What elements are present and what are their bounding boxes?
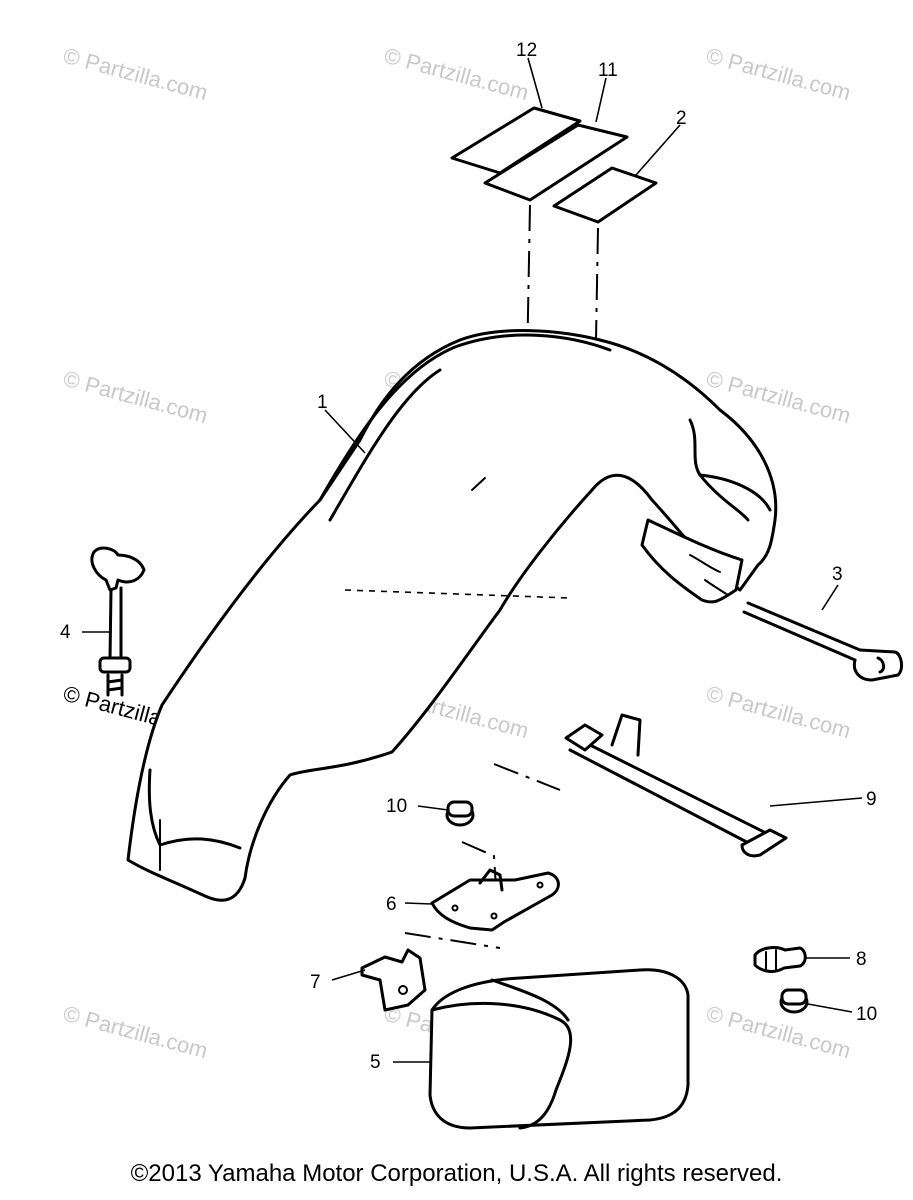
- assembly-line: [461, 841, 497, 889]
- box-edge: [490, 978, 570, 1022]
- copyright-notice: ©2013 Yamaha Motor Corporation, U.S.A. A…: [130, 1160, 783, 1187]
- grommet-body: [446, 800, 474, 818]
- callout-6: 6: [386, 894, 397, 915]
- watermark: © Partzilla.com: [61, 366, 211, 429]
- leader-9: [769, 797, 863, 807]
- watermark: © Partzilla.com: [61, 1001, 211, 1064]
- callout-1: 1: [317, 392, 328, 413]
- callout-12: 12: [516, 40, 537, 61]
- grommet-body: [780, 988, 808, 1006]
- callout-10-upper: 10: [386, 796, 407, 817]
- part-10-grommet-upper: [445, 800, 475, 827]
- callout-9: 9: [866, 789, 877, 810]
- wing-bolt-thread: [106, 673, 124, 697]
- callout-7: 7: [310, 972, 321, 993]
- plate-hole: [536, 881, 544, 889]
- callout-2: 2: [676, 108, 687, 129]
- watermark: © Partzilla.com: [704, 681, 854, 744]
- leader-10a: [417, 805, 449, 811]
- callout-5: 5: [370, 1052, 381, 1073]
- assembly-line: [404, 932, 501, 949]
- part-12-emblem: [450, 106, 582, 175]
- leader-7: [331, 969, 366, 981]
- assembly-line: [526, 204, 531, 369]
- strap-body: [578, 738, 782, 842]
- part-4-wing-bolt: [90, 546, 146, 697]
- leader-11: [595, 77, 607, 123]
- box-body: [428, 968, 690, 1130]
- watermark: © Partzilla.com: [61, 43, 211, 106]
- part-5-box: [428, 968, 690, 1130]
- part-9-strap: [564, 713, 788, 858]
- fender-bracket-hole: [704, 579, 729, 596]
- strap-buckle: [740, 828, 788, 858]
- fender-rear-edge: [698, 473, 772, 512]
- part-6-plate: [430, 868, 560, 932]
- callout-8: 8: [856, 949, 867, 970]
- rod-body: [742, 610, 857, 662]
- part-3-rod: [742, 601, 904, 682]
- strap-body: [568, 748, 764, 852]
- bracket-body: [360, 948, 427, 1012]
- emblem-decals: [450, 106, 658, 224]
- strap-buckle: [564, 723, 604, 752]
- fender-rib: [328, 368, 442, 522]
- part-2-emblem: [552, 166, 658, 224]
- strap-clip: [610, 713, 642, 757]
- fender-bracket: [640, 518, 744, 604]
- callout-10-lower: 10: [856, 1004, 877, 1025]
- leader-10b: [807, 1003, 853, 1013]
- part-7-bracket: [360, 948, 427, 1012]
- fender-faint-line: [344, 589, 571, 599]
- fender-bracket: [689, 554, 721, 573]
- callout-3: 3: [832, 564, 843, 585]
- part-11-emblem: [483, 123, 629, 202]
- watermark: © Partzilla.com: [704, 43, 854, 106]
- leader-3: [821, 584, 839, 611]
- watermark: © Partzilla.com: [704, 1001, 854, 1064]
- clip-detail: [765, 949, 777, 971]
- leader-12: [527, 57, 543, 109]
- wing-bolt-head: [90, 546, 146, 592]
- bracket-hole: [398, 985, 408, 995]
- fender-mark: [471, 477, 486, 491]
- rod-hook: [852, 648, 904, 682]
- callout-4: 4: [60, 622, 71, 643]
- callout-11: 11: [598, 60, 618, 81]
- callouts: 12 11 2 1 3 4 9 10 6 7 8 10 5: [60, 40, 877, 1073]
- wing-bolt-shaft: [108, 588, 113, 662]
- watermark: © Partzilla.com: [382, 43, 532, 106]
- plate-hole: [490, 912, 498, 920]
- leader-1: [324, 409, 366, 454]
- fender-outline: [126, 329, 778, 902]
- assembly-line: [493, 763, 561, 791]
- part-10-grommet-lower: [779, 988, 809, 1014]
- plate-tab: [478, 868, 504, 892]
- plate-body: [430, 871, 560, 932]
- clip-body: [753, 946, 807, 973]
- rod-hook: [876, 656, 886, 674]
- leader-6: [404, 902, 433, 905]
- leader-2: [635, 124, 681, 176]
- plate-hole: [451, 904, 459, 912]
- rod-body: [746, 601, 862, 652]
- box-edge: [430, 1001, 573, 1130]
- wing-bolt-nut: [98, 656, 132, 674]
- part-8-clip: [753, 946, 807, 973]
- leader-lines: [82, 57, 863, 1063]
